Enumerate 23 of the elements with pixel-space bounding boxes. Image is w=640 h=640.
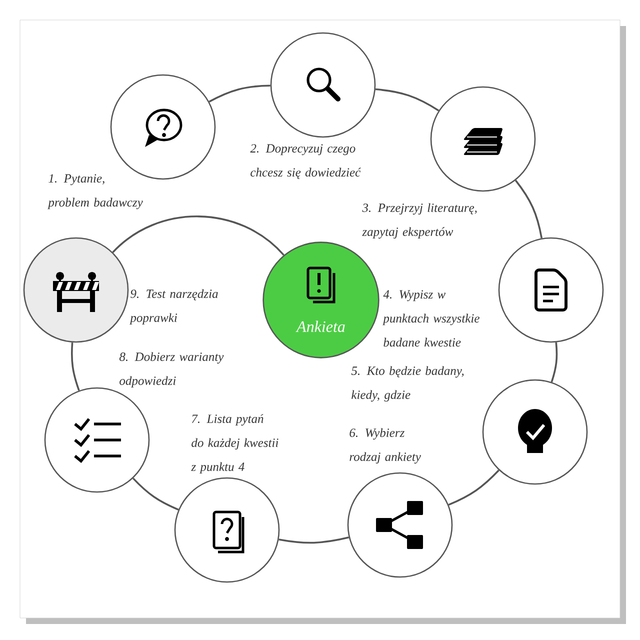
step-circle bbox=[347, 472, 453, 578]
step-circle bbox=[174, 477, 280, 583]
connector-arc bbox=[448, 470, 500, 506]
connector-arc bbox=[70, 342, 80, 391]
step-circle bbox=[23, 237, 129, 343]
connector-arc bbox=[375, 88, 440, 112]
connector-arc bbox=[208, 84, 270, 102]
step-caption: 3. Przejrzyj literaturę, zapytaj ekspertów bbox=[362, 203, 477, 239]
connector-arc bbox=[112, 216, 284, 256]
connector-arc bbox=[132, 478, 179, 511]
step-circle bbox=[270, 32, 376, 138]
step-circle bbox=[482, 379, 588, 485]
step-caption: 4. Wypisz w punktach wszystkie badane kwestie bbox=[382, 290, 480, 347]
step-caption: 5. Kto będzie badany, kiedy, gdzie bbox=[351, 366, 464, 402]
step-circle bbox=[430, 86, 536, 192]
step-caption: 1. Pytanie, problem badawczy bbox=[47, 174, 143, 210]
connector-arc bbox=[514, 180, 543, 238]
connector-arc bbox=[278, 536, 350, 544]
step-circle bbox=[498, 237, 604, 343]
step-circle bbox=[110, 74, 216, 180]
step-circle bbox=[44, 387, 150, 493]
step-caption: 8. Dobierz warianty odpowiedzi bbox=[119, 352, 224, 388]
connector-arc bbox=[550, 342, 558, 382]
